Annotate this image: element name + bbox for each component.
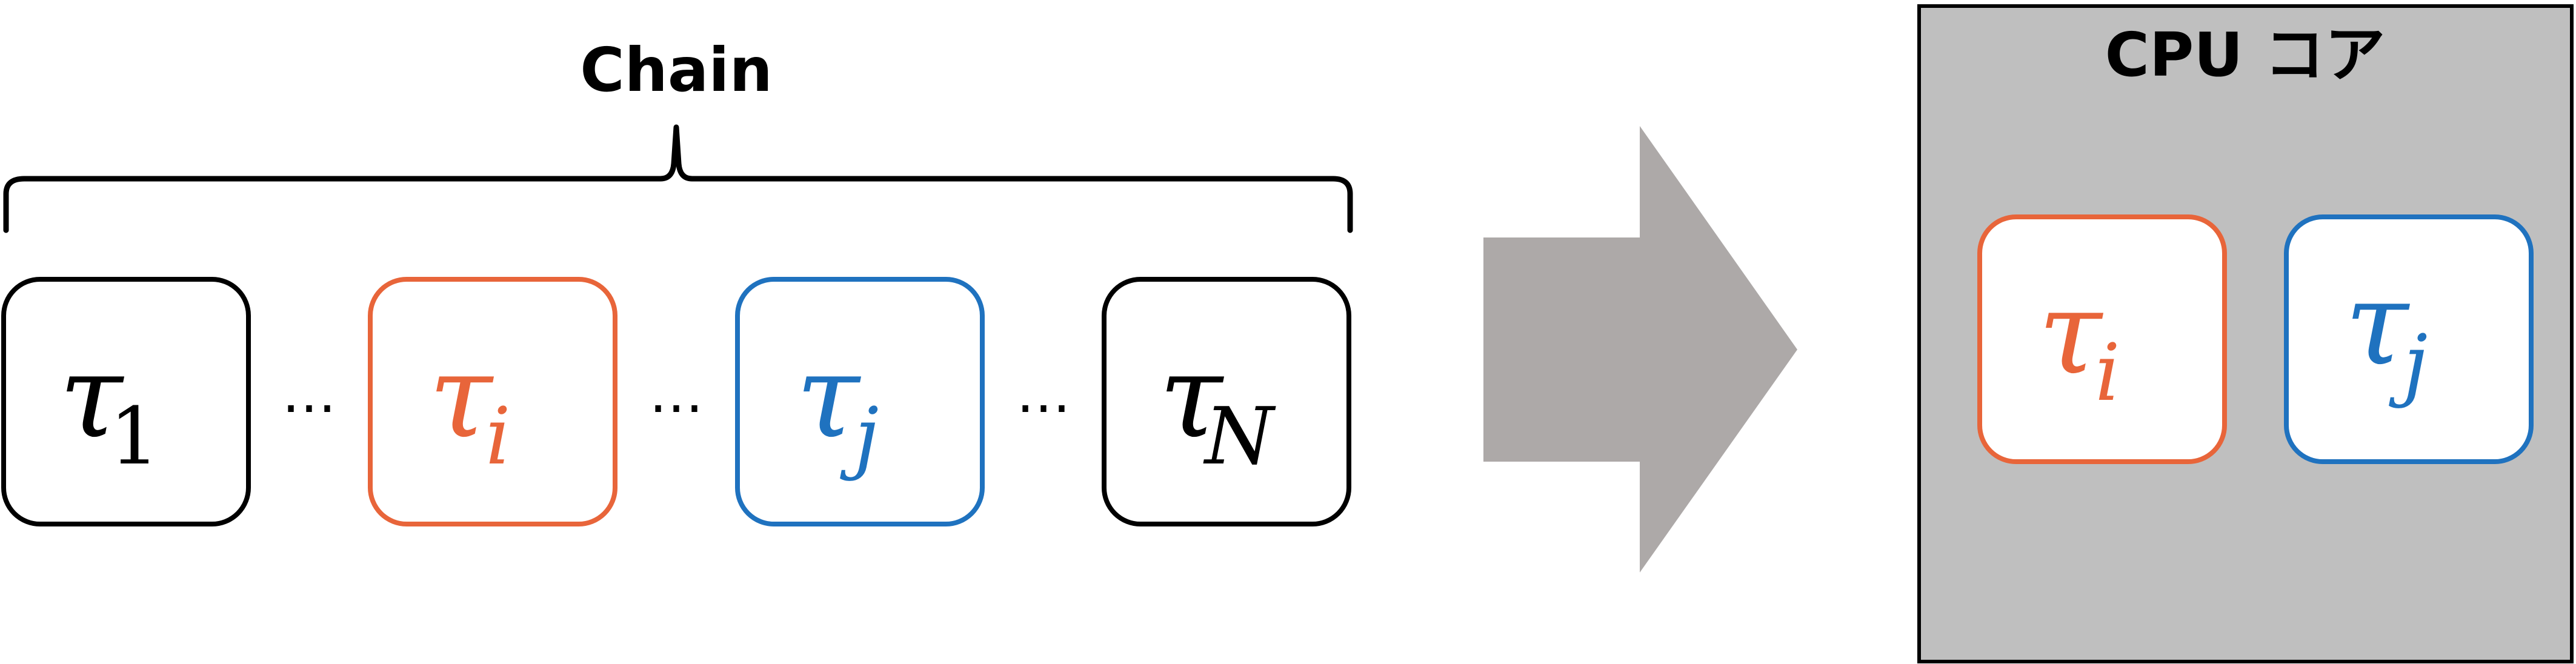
task-subscript: N bbox=[1203, 390, 1276, 482]
task-subscript: i bbox=[2095, 327, 2120, 419]
cpu-task-tau-j: τ j bbox=[2284, 214, 2534, 464]
chain-task-tau-i: τ i bbox=[368, 277, 617, 526]
right-arrow-shape bbox=[1483, 126, 1797, 573]
task-box bbox=[2284, 214, 2534, 464]
task-symbol: τ bbox=[2345, 257, 2410, 391]
task-box bbox=[1977, 214, 2227, 464]
task-symbol: τ bbox=[1159, 330, 1224, 463]
chain-task-tau-1: τ 1 bbox=[1, 277, 251, 526]
chain-brace bbox=[3, 124, 1353, 233]
chain-task-tau-j: τ j bbox=[735, 277, 985, 526]
chain-task-tau-n: τ N bbox=[1102, 277, 1351, 526]
task-subscript: 1 bbox=[110, 390, 160, 482]
task-symbol: τ bbox=[796, 330, 861, 463]
task-symbol: τ bbox=[428, 330, 494, 463]
task-box bbox=[1102, 277, 1351, 526]
chain-ellipsis-3: … bbox=[1016, 362, 1071, 425]
chain-ellipsis-2: … bbox=[649, 362, 704, 425]
chain-label: Chain bbox=[580, 35, 773, 105]
task-box bbox=[1, 277, 251, 526]
task-symbol: τ bbox=[2038, 266, 2103, 400]
task-subscript: i bbox=[485, 390, 511, 482]
cpu-core-label: CPU コア bbox=[2105, 19, 2386, 90]
chain-ellipsis-1: … bbox=[282, 362, 336, 425]
task-box bbox=[735, 277, 985, 526]
task-symbol: τ bbox=[59, 330, 124, 463]
task-box bbox=[368, 277, 617, 526]
cpu-task-tau-i: τ i bbox=[1977, 214, 2227, 464]
